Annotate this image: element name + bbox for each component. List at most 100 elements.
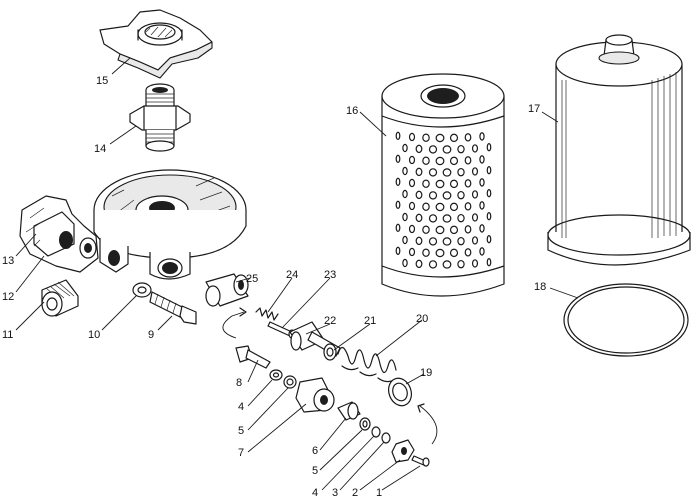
perforation-hole	[464, 248, 472, 257]
perforation-hole	[428, 237, 438, 246]
callout-11: 11	[2, 329, 13, 341]
callout-2: 2	[352, 487, 358, 499]
perforation-hole	[402, 235, 408, 245]
callout-16: 16	[346, 105, 358, 117]
callout-14: 14	[94, 143, 106, 155]
part-2-cap-nut	[391, 439, 415, 463]
part-1-screw	[411, 455, 430, 467]
callout-22: 22	[324, 315, 336, 327]
perforation-hole	[449, 156, 459, 166]
perforation-hole	[422, 179, 430, 188]
perforation-hole	[428, 168, 438, 177]
perforation-hole	[442, 191, 452, 200]
callout-21: 21	[364, 315, 376, 327]
perforation-hole	[422, 225, 430, 234]
perforation-hole	[435, 248, 445, 258]
perforation-hole	[408, 155, 416, 165]
perforation-hole	[428, 191, 438, 200]
callout-7: 7	[238, 447, 244, 459]
perforation-hole	[408, 201, 416, 211]
perforation-hole	[435, 133, 445, 143]
perforation-hole	[435, 179, 445, 189]
callout-10: 10	[88, 329, 100, 341]
perforation-hole	[442, 214, 452, 223]
perforation-hole	[442, 145, 452, 154]
callout-5-lower: 5	[312, 465, 318, 477]
perforation-hole	[471, 213, 479, 222]
perforation-hole	[471, 167, 479, 176]
perforation-hole	[457, 144, 465, 154]
perforation-hole	[402, 258, 408, 268]
perforation-hole	[471, 144, 479, 153]
perforation-hole	[449, 225, 459, 235]
perforation-hole	[402, 166, 408, 176]
perforation-hole	[395, 223, 401, 233]
callout-5-upper: 5	[238, 425, 244, 437]
callout-4-lower: 4	[312, 487, 318, 499]
perforation-hole	[486, 258, 492, 267]
part-5-washer-upper	[283, 375, 297, 389]
perforation-hole	[471, 259, 479, 268]
perforation-hole	[422, 133, 430, 142]
perforation-hole	[408, 132, 416, 142]
perforation-hole	[395, 200, 401, 210]
perforation-hole	[408, 224, 416, 234]
perforation-hole	[415, 236, 423, 246]
perforation-hole	[457, 213, 465, 223]
perforation-hole	[435, 225, 445, 235]
perforation-hole	[464, 225, 472, 234]
part-7-union-fitting	[295, 377, 335, 413]
perforation-hole	[415, 213, 423, 223]
perforation-hole	[428, 260, 438, 269]
part-8-bolt	[235, 345, 271, 369]
part-25-sleeve	[205, 273, 249, 307]
perforation-hole	[415, 190, 423, 200]
part-20-large-spring	[337, 346, 397, 383]
part-4-washer-upper	[269, 369, 283, 381]
perforation-hole	[395, 246, 401, 256]
part-16-filter-element	[381, 73, 505, 297]
callout-20: 20	[416, 313, 428, 325]
perforation-hole	[449, 133, 459, 143]
perforation-hole	[408, 247, 416, 257]
perforation-hole	[479, 201, 485, 210]
part-23-pin	[267, 321, 296, 339]
perforation-hole	[422, 248, 430, 257]
assembly-arrow-left-head	[239, 307, 247, 317]
perforation-hole	[479, 155, 485, 164]
perforation-hole	[457, 259, 465, 269]
perforation-hole	[442, 168, 452, 177]
part-9-bolt	[149, 291, 197, 325]
part-6-bushing	[337, 401, 361, 421]
perforation-hole	[442, 237, 452, 246]
callout-1: 1	[376, 487, 382, 499]
perforation-hole	[422, 156, 430, 165]
assembly-arrow-right-head	[417, 403, 425, 413]
callout-12: 12	[2, 291, 14, 303]
perforation-hole	[408, 178, 416, 188]
perforation-hole	[449, 179, 459, 189]
callout-8: 8	[236, 377, 242, 389]
perforation-hole	[479, 132, 485, 141]
perforation-hole	[415, 259, 423, 269]
perforation-hole	[435, 202, 445, 212]
part-24-small-spring	[255, 307, 279, 321]
callout-3: 3	[332, 487, 338, 499]
perforation-hole	[464, 202, 472, 211]
callout-25: 25	[246, 273, 258, 285]
perforation-hole	[449, 202, 459, 212]
part-18-o-ring	[563, 283, 689, 357]
perforation-hole	[464, 156, 472, 165]
perforation-hole	[428, 145, 438, 154]
perforation-hole	[471, 236, 479, 245]
perforation-hole	[471, 190, 479, 199]
perforation-hole	[415, 144, 423, 154]
perforation-hole	[435, 156, 445, 166]
perforation-hole	[428, 214, 438, 223]
part-14-threaded-fitting	[129, 83, 191, 152]
perforation-hole	[457, 167, 465, 177]
perforation-hole	[479, 247, 485, 256]
perforation-hole	[395, 154, 401, 164]
